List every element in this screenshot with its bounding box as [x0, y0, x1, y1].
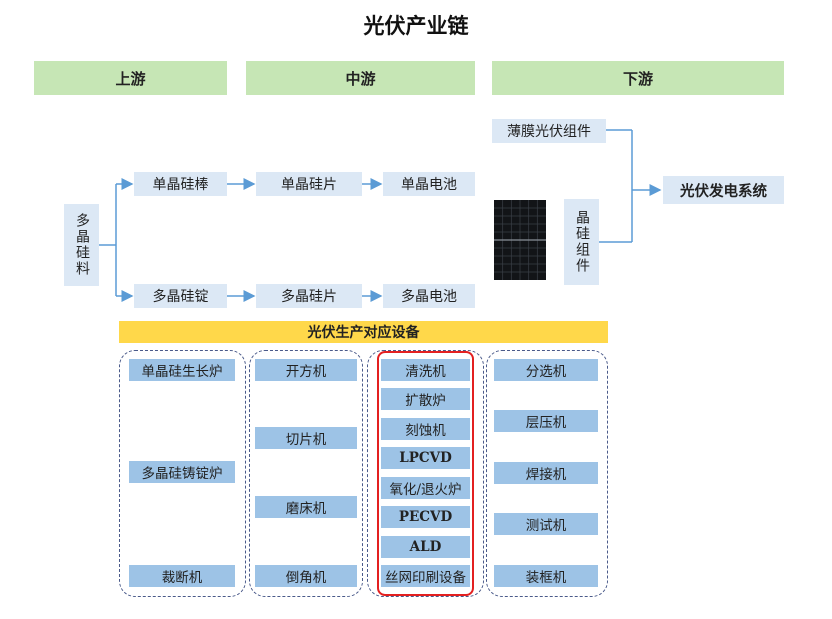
equipment-item: 磨床机: [255, 496, 357, 518]
multi-cell-box: 多晶电池: [383, 284, 475, 308]
equipment-item: 氧化/退火炉: [381, 477, 470, 499]
equipment-item: PECVD: [381, 506, 470, 528]
solar-panel-icon: [494, 200, 546, 280]
equipment-item: 层压机: [494, 410, 598, 432]
crystalline-module-box: 晶硅组件: [564, 199, 599, 285]
equipment-item: 多晶硅铸锭炉: [129, 461, 235, 483]
equipment-item: 单晶硅生长炉: [129, 359, 235, 381]
equipment-item: 刻蚀机: [381, 418, 470, 440]
equipment-item: 清洗机: [381, 359, 470, 381]
crystalline-module-label: 晶硅组件: [572, 210, 591, 274]
equipment-item: 切片机: [255, 427, 357, 449]
equipment-item: 分选机: [494, 359, 598, 381]
solar-panel-grid: [494, 200, 546, 280]
thin-film-module-box: 薄膜光伏组件: [492, 119, 606, 143]
equipment-item: 倒角机: [255, 565, 357, 587]
equipment-item: 焊接机: [494, 462, 598, 484]
equipment-item: ALD: [381, 536, 470, 558]
polysilicon-label: 多晶硅料: [72, 213, 91, 277]
equipment-banner: 光伏生产对应设备: [119, 321, 608, 343]
equipment-item: 开方机: [255, 359, 357, 381]
equipment-item: LPCVD: [381, 447, 470, 469]
equipment-group-wafer: [249, 350, 363, 597]
multi-ingot-box: 多晶硅锭: [134, 284, 227, 308]
mono-cell-box: 单晶电池: [383, 172, 475, 196]
multi-wafer-box: 多晶硅片: [256, 284, 362, 308]
equipment-item: 测试机: [494, 513, 598, 535]
equipment-item: 扩散炉: [381, 388, 470, 410]
mono-rod-box: 单晶硅棒: [134, 172, 227, 196]
equipment-item: 装框机: [494, 565, 598, 587]
mono-wafer-box: 单晶硅片: [256, 172, 362, 196]
equipment-item: 丝网印刷设备: [381, 565, 470, 587]
equipment-item: 裁断机: [129, 565, 235, 587]
polysilicon-box: 多晶硅料: [64, 204, 99, 286]
pv-system-box: 光伏发电系统: [663, 176, 784, 204]
